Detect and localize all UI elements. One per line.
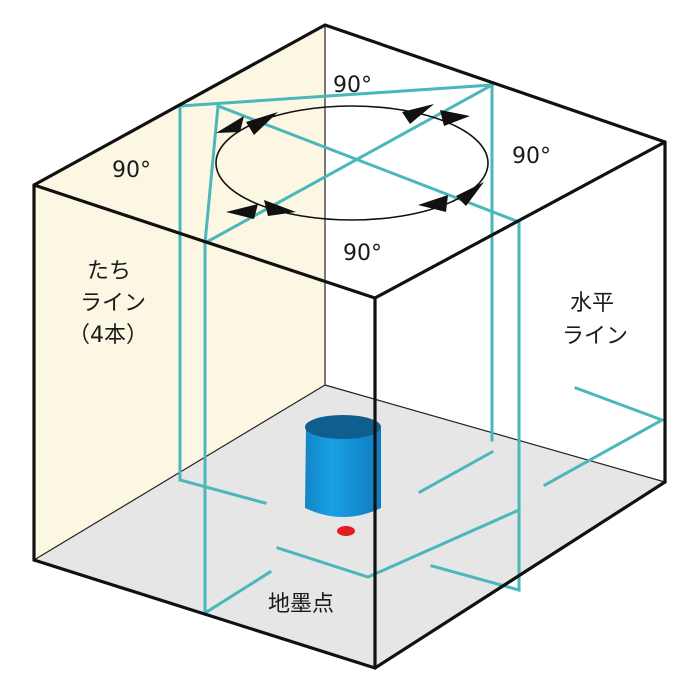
device-top — [305, 415, 381, 439]
ground-point-label: 地墨点 — [268, 592, 334, 617]
rotation-indicator — [215, 104, 489, 221]
arrow-icon-top-left-a — [216, 116, 244, 133]
angle-label-right: 90° — [512, 144, 551, 169]
arrow-icon-top-left-b — [246, 112, 278, 135]
vertical-lines-label-2: ライン — [80, 291, 146, 316]
vertical-lines-label-3: （4本） — [68, 323, 148, 348]
vertical-laser-line-b — [203, 103, 521, 592]
rotation-ellipse — [215, 105, 489, 221]
horizontal-laser-line — [542, 386, 666, 488]
angle-label-top: 90° — [333, 73, 372, 98]
vertical-laser-line-a-floor-right — [417, 449, 495, 495]
vertical-laser-line-b-floor-left — [202, 569, 273, 616]
vertical-laser-line-a-floor — [178, 478, 267, 505]
device-body — [305, 428, 381, 517]
arrow-icon-bottom-left-b — [264, 200, 296, 216]
horizontal-line-label-2: ライン — [562, 324, 628, 349]
ground-point-dot — [337, 526, 355, 536]
floor-laser-line — [276, 508, 521, 579]
arrow-icon-bottom-left-a — [226, 204, 258, 219]
angle-label-left: 90° — [112, 158, 151, 183]
arrow-icon-bottom-right-a — [418, 195, 448, 212]
laser-device — [305, 415, 381, 536]
arrow-icon-top-right-a — [402, 104, 434, 124]
arrow-icon-top-right-b — [440, 110, 470, 126]
bottom-right-edge — [373, 480, 667, 670]
vertical-lines-label-1: たち — [87, 259, 131, 284]
arrow-icon-bottom-right-b — [456, 182, 484, 206]
bottom-left-edge — [32, 558, 377, 670]
back-floor-edge-right — [324, 384, 666, 483]
angle-label-bottom: 90° — [343, 241, 382, 266]
horizontal-line-label-1: 水平 — [570, 291, 614, 316]
